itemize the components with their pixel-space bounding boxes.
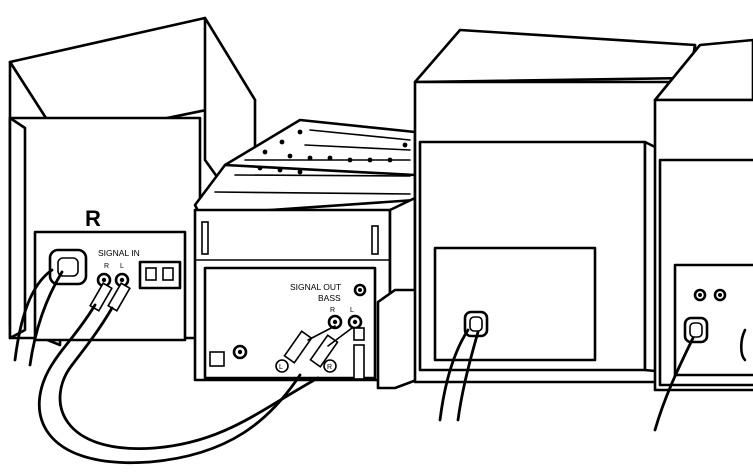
signal-in-jack-l-label: L bbox=[120, 263, 124, 270]
signal-out-jack-r-label: R bbox=[330, 307, 335, 314]
signal-in-label: SIGNAL IN bbox=[98, 248, 140, 258]
power-cord-center-b bbox=[456, 330, 480, 422]
power-cord-left-b bbox=[28, 270, 64, 367]
power-cord-right bbox=[653, 336, 695, 432]
top-buttons bbox=[257, 129, 408, 175]
signal-in-jack-r-label: R bbox=[104, 263, 109, 270]
speaker-r-label: R bbox=[85, 206, 101, 231]
small-switch bbox=[353, 327, 365, 341]
signal-out-jack-l-label: L bbox=[350, 307, 354, 314]
slot-connector bbox=[353, 344, 365, 380]
signal-cable: L R bbox=[37, 282, 353, 465]
speaker-center bbox=[413, 28, 697, 387]
plug-r-label: R bbox=[327, 364, 332, 371]
bass-label: BASS bbox=[318, 293, 341, 303]
signal-cable-loop bbox=[37, 358, 302, 465]
power-cord-center-a bbox=[438, 328, 470, 422]
signal-out-label: SIGNAL OUT bbox=[290, 282, 341, 292]
power-cord-left-a bbox=[13, 268, 54, 362]
plug-l-label: L bbox=[279, 364, 283, 371]
speaker-right-partial bbox=[653, 38, 753, 392]
square-socket bbox=[209, 351, 225, 367]
